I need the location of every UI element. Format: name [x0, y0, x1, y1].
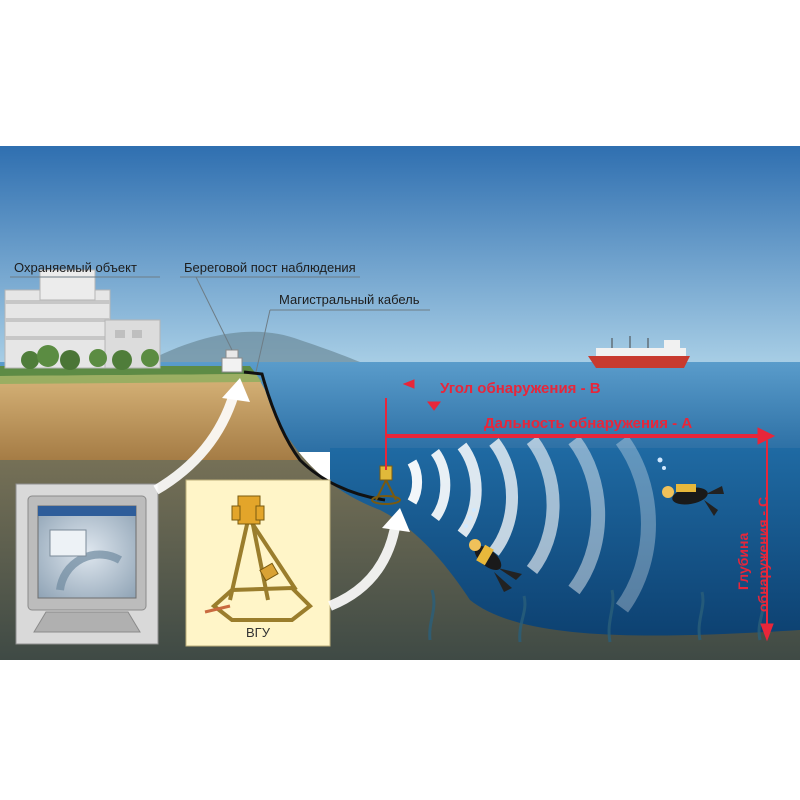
scuba-diver-icon — [469, 539, 522, 592]
vgu-inset — [185, 479, 331, 647]
monitor-icon — [15, 483, 159, 645]
angle-arrow-bottom — [427, 401, 441, 411]
seaweed — [428, 589, 765, 643]
label-coastal-post: Береговой пост наблюдения — [184, 260, 356, 275]
flow-arrows — [153, 392, 401, 611]
main-cable-line — [243, 370, 386, 502]
cargo-ship-icon — [588, 336, 690, 368]
leader-lines — [10, 276, 430, 373]
bubbles — [464, 457, 666, 528]
angle-arrow-top — [402, 379, 415, 389]
shore-cliff — [0, 372, 300, 460]
detection-geometry — [385, 379, 776, 642]
label-protected-object: Охраняемый объект — [14, 260, 137, 275]
arrowhead-up — [382, 508, 410, 532]
arrowhead-up — [222, 378, 250, 402]
label-depth-line2: обнаружения - С — [755, 497, 771, 612]
label-detection-angle: Угол обнаружения - В — [440, 380, 601, 397]
label-depth-line1: Глубина — [735, 533, 751, 590]
label-detection-range: Дальность обнаружения - А — [484, 415, 692, 432]
label-vgu: ВГУ — [246, 625, 271, 640]
label-main-cable: Магистральный кабель — [279, 292, 420, 307]
protected-buildings — [4, 269, 161, 370]
coastal-post — [221, 349, 243, 373]
scuba-diver-icon — [662, 484, 724, 516]
sonar-waves-icon — [407, 435, 656, 613]
distant-hill — [150, 331, 360, 366]
depth-arrowhead — [760, 623, 774, 642]
hydroacoustic-sensor-icon — [371, 465, 401, 505]
